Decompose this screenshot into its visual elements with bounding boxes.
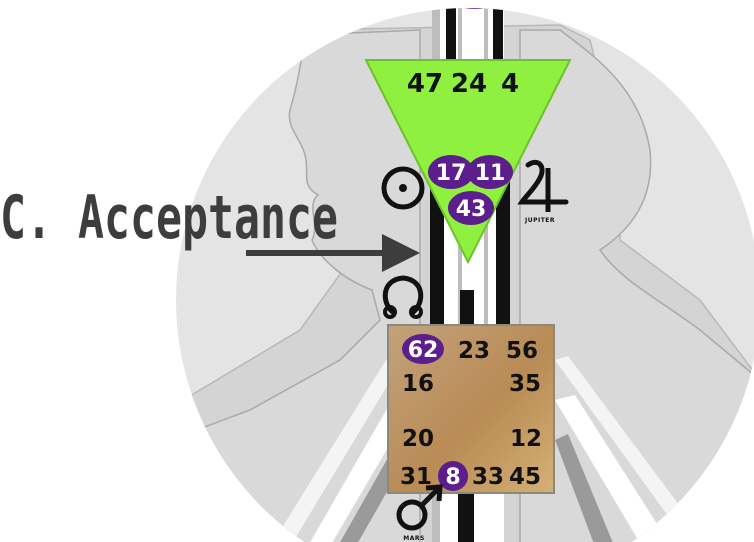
jupiter-icon — [517, 159, 569, 212]
throat-gate-56: 56 — [506, 338, 538, 364]
ajna-gate-47: 47 — [407, 69, 443, 99]
gate-8-bubble — [438, 461, 468, 491]
pointer-arrow — [246, 234, 420, 272]
throat-gate-8: 8 — [445, 465, 460, 490]
sun-icon — [381, 166, 425, 210]
gate-43-bubble — [448, 191, 494, 225]
top-activation-edge — [454, 8, 498, 9]
north-node-icon — [382, 275, 424, 319]
throat-gate-35: 35 — [509, 371, 541, 397]
ajna-gate-11: 11 — [475, 161, 506, 186]
ajna-gate-4: 4 — [501, 69, 519, 99]
gate-62-bubble — [402, 334, 444, 364]
throat-gate-20: 20 — [402, 426, 434, 452]
ajna-gate-17: 17 — [436, 161, 467, 186]
gate-11-bubble — [467, 155, 513, 189]
planet-glyphs: JUPITER MARS — [381, 159, 569, 542]
ajna-center: 47 24 4 17 11 43 — [364, 59, 572, 265]
mars-icon — [396, 484, 443, 531]
throat-gate-45: 45 — [509, 464, 541, 490]
acceptance-heading: C. Acceptance — [0, 183, 338, 253]
throat-gate-16: 16 — [402, 371, 434, 397]
ajna-gate-43: 43 — [456, 197, 487, 222]
gate-17-bubble — [428, 155, 474, 189]
ajna-gate-24: 24 — [451, 69, 487, 99]
mars-label: MARS — [403, 535, 425, 542]
throat-gate-33: 33 — [472, 464, 504, 490]
jupiter-label: JUPITER — [524, 217, 555, 224]
throat-center: 62 23 56 16 35 20 12 31 8 33 45 — [387, 324, 555, 494]
throat-gate-62: 62 — [408, 338, 439, 363]
throat-gate-12: 12 — [510, 426, 542, 452]
throat-gate-23: 23 — [458, 338, 490, 364]
